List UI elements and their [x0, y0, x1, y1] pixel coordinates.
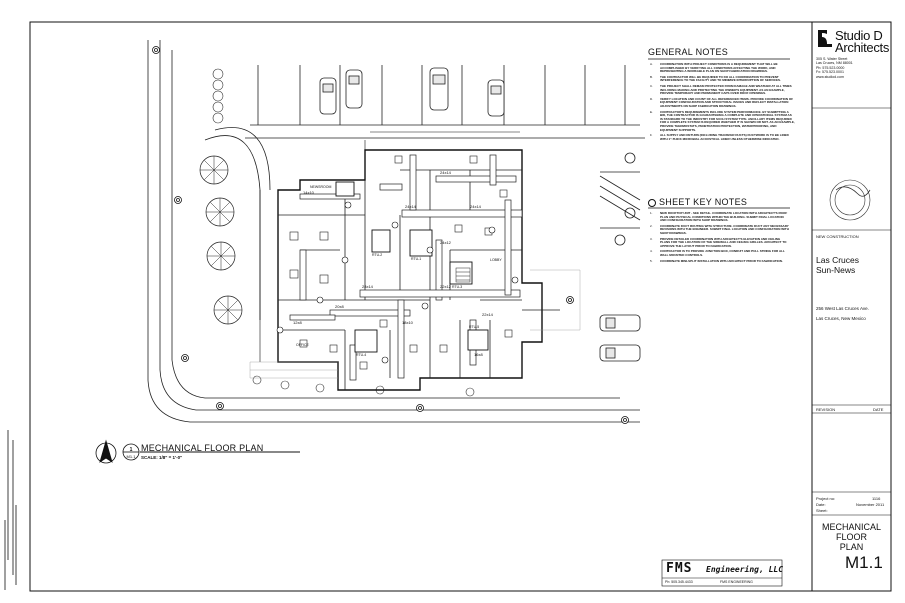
architect-logo-mark — [818, 30, 832, 47]
project-name: Las Cruces Sun-News — [816, 255, 859, 275]
date-value: November 2011 — [856, 502, 885, 507]
general-note-item: E.CONTRACTOR'S REQUIREMENTS INCLUDE SYST… — [650, 109, 795, 132]
general-notes-list: A.COORDINATION WITH PROJECT CONDITIONS I… — [650, 62, 795, 143]
equipment-tag: RTU-1 — [411, 257, 422, 261]
sheet-edge-marks — [4, 430, 17, 590]
shaft-hatch — [455, 267, 471, 283]
architect-name: Studio D Architects — [835, 28, 890, 55]
landscape-shrubs — [212, 68, 475, 397]
air-diffusers — [289, 155, 513, 370]
key-notes-bullet-icon — [648, 198, 656, 207]
light-pole-markers — [152, 46, 629, 424]
parked-cars — [319, 67, 641, 362]
room-name: OFFICE — [296, 343, 309, 347]
engineer-seal — [829, 179, 871, 221]
duct-size-label: 14x10 — [303, 190, 314, 195]
equipment-tag: RTU-4 — [356, 353, 367, 357]
key-note-item: 1.NEW ROOFTOP UNIT - SEE DETAIL. COORDIN… — [650, 211, 788, 223]
general-note-item: A.COORDINATION WITH PROJECT CONDITIONS I… — [650, 62, 778, 74]
date-label: Date: — [816, 502, 826, 507]
patio-paving — [249, 269, 581, 379]
equipment-tag: RTU-5 — [469, 325, 480, 329]
accessible-parking-stalls — [599, 152, 641, 246]
key-note-item: 2.COORDINATE DUCT ROUTING WITH STRUCTURE… — [650, 223, 789, 235]
parking-stalls — [245, 65, 645, 139]
detail-callout-bubble — [122, 443, 140, 461]
building-walls — [259, 131, 543, 391]
room-name: LOBBY — [490, 258, 502, 262]
title-block-lines — [812, 107, 891, 516]
duct-size-label: 24x12 — [440, 240, 451, 245]
revision-label: REVISION — [816, 407, 836, 412]
general-notes-title: GENERAL NOTES — [648, 47, 729, 57]
duct-size-label: 16x8 — [474, 352, 483, 357]
duct-size-label: 28x14 — [362, 284, 373, 289]
project-no-label: Project no: — [816, 496, 836, 501]
sheet-label: Sheet: — [816, 508, 828, 513]
tree-symbols — [199, 155, 243, 325]
room-name: NEWSROOM — [310, 185, 332, 189]
project-no-value: 1116 — [872, 496, 881, 501]
duct-size-label: 18x10 — [402, 320, 413, 325]
sheet-key-notes-title: SHEET KEY NOTES — [648, 197, 747, 207]
key-note-item: 4.CONTRACTOR IS TO PROVIDE JUNCTION BOX,… — [650, 249, 785, 257]
general-note-item: F.ALL SUPPLY AND RETURN (INCLUDING TRANS… — [650, 133, 789, 141]
tree-spokes — [200, 156, 242, 324]
key-note-item: 3.PROVIDE DETAILED COORDINATION WITH ARC… — [650, 236, 787, 248]
detail-sheet-ref: M1.1 — [126, 454, 136, 459]
duct-size-label: 20x8 — [335, 304, 344, 309]
drawing-title: MECHANICAL FLOOR PLAN — [141, 443, 264, 453]
sheet-number: M1.1 — [845, 553, 883, 572]
duct-size-label: 22x12 — [440, 284, 451, 289]
general-note-item: B.THE CONTRACTOR WILL BE REQUIRED TO DO … — [650, 74, 781, 83]
engineer-logo-subname: Engineering, LLC — [706, 565, 784, 574]
duct-size-label: 24x14 — [470, 204, 481, 209]
equipment-tag: RTU-2 — [372, 253, 383, 257]
duct-size-label: 24x14 — [405, 204, 416, 209]
sheet-key-notes-list: 1.NEW ROOFTOP UNIT - SEE DETAIL. COORDIN… — [650, 211, 790, 265]
engineer-contact: FMS ENGINEERING — [720, 580, 753, 584]
sheet-title: MECHANICAL FLOOR PLAN — [821, 522, 881, 552]
equipment-tag: RTU-3 — [452, 285, 463, 289]
engineer-logo-block — [661, 559, 783, 587]
detail-number: 1 — [129, 447, 133, 453]
duct-size-label: 22x14 — [482, 312, 493, 317]
general-note-item: C.THE PROJECT SHALL REMAIN PROTECTED FRO… — [650, 83, 792, 96]
interior-walls — [278, 169, 560, 390]
duct-size-label: 12x8 — [293, 320, 302, 325]
architect-address: 305 S. Water Street Las Cruces, NM 88001… — [816, 57, 853, 79]
project-category: NEW CONSTRUCTION — [816, 234, 859, 239]
drawing-scale: SCALE: 1/8" = 1'-0" — [141, 455, 183, 460]
mechanical-equipment — [335, 181, 489, 353]
key-note-item: 5.COORDINATE MINI-SPLIT INSTALLATION WIT… — [650, 258, 783, 263]
engineer-phone: Ph: 505.345.4433 — [665, 580, 693, 584]
general-note-item: D.VERIFY LOCATION AND COUNT OF ALL REFER… — [650, 96, 794, 108]
key-note-tags — [276, 201, 519, 364]
duct-size-label: 24x14 — [440, 170, 451, 175]
ductwork — [289, 154, 523, 381]
north-arrow-symbol — [95, 439, 117, 464]
project-address: 256 West Las Cruces Ave. Las Cruces, New… — [816, 306, 869, 321]
engineer-logo-name: FMS — [666, 561, 693, 576]
revision-date-label: DATE — [873, 407, 884, 412]
